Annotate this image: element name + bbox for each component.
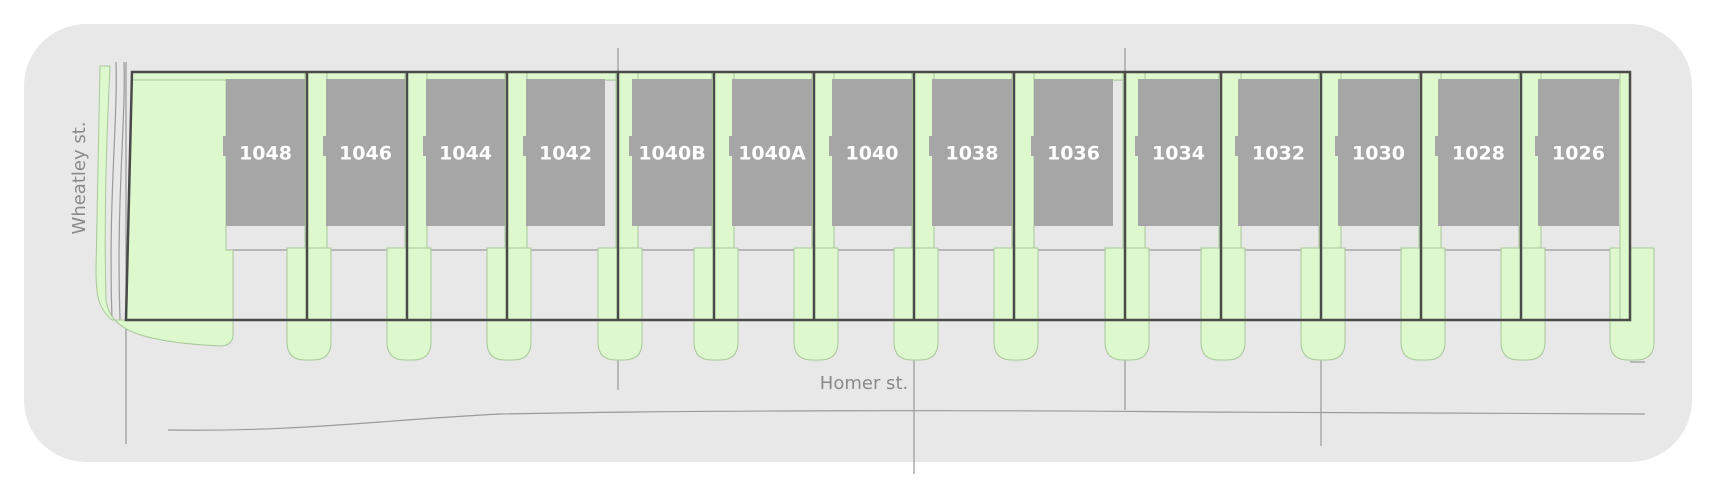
- building-bump: [523, 136, 527, 156]
- unit-label[interactable]: 1028: [1452, 143, 1505, 165]
- wheatley-street-label: Wheatley st.: [69, 122, 90, 235]
- unit-label[interactable]: 1038: [946, 143, 999, 165]
- unit-label[interactable]: 1036: [1047, 143, 1100, 165]
- unit-label[interactable]: 1030: [1352, 143, 1405, 165]
- building-unit-1034[interactable]: [1138, 79, 1219, 226]
- building-unit-1048[interactable]: [226, 79, 305, 226]
- unit-label[interactable]: 1042: [539, 143, 592, 165]
- building-bump: [223, 136, 227, 156]
- building-bump: [929, 136, 933, 156]
- building-unit-1040a[interactable]: [732, 79, 812, 226]
- building-bump: [1335, 136, 1339, 156]
- building-unit-1046[interactable]: [326, 79, 405, 226]
- unit-label[interactable]: 1048: [239, 143, 292, 165]
- homer-street-curb: [167, 410, 1646, 431]
- building-bump: [629, 136, 633, 156]
- building-bump: [323, 136, 327, 156]
- unit-label[interactable]: 1034: [1152, 143, 1205, 165]
- building-unit-1040b[interactable]: [632, 79, 712, 226]
- building-bump: [829, 136, 833, 156]
- unit-label[interactable]: 1040A: [738, 143, 806, 165]
- building-unit-1044[interactable]: [426, 79, 505, 226]
- building-bump: [1435, 136, 1439, 156]
- unit-label[interactable]: 1026: [1552, 143, 1605, 165]
- unit-label[interactable]: 1040: [846, 143, 899, 165]
- unit-label[interactable]: 1044: [439, 143, 492, 165]
- buildings: [223, 79, 1619, 226]
- building-bump: [423, 136, 427, 156]
- building-unit-1032[interactable]: [1238, 79, 1319, 226]
- building-bump: [729, 136, 733, 156]
- building-unit-1038[interactable]: [932, 79, 1012, 226]
- building-unit-1042[interactable]: [526, 79, 605, 226]
- unit-label[interactable]: 1032: [1252, 143, 1305, 165]
- homer-street-label: Homer st.: [820, 373, 908, 394]
- lot-lines: [124, 70, 1632, 322]
- building-bump: [1235, 136, 1239, 156]
- unit-label[interactable]: 1040B: [638, 143, 705, 165]
- building-unit-1030[interactable]: [1338, 79, 1419, 226]
- landscaping: [95, 65, 1655, 361]
- unit-label[interactable]: 1046: [339, 143, 392, 165]
- building-unit-1028[interactable]: [1438, 79, 1519, 226]
- building-unit-1040[interactable]: [832, 79, 912, 226]
- building-unit-1026[interactable]: [1538, 79, 1619, 226]
- building-bump: [1535, 136, 1539, 156]
- building-unit-1036[interactable]: [1034, 79, 1113, 226]
- building-bump: [1031, 136, 1035, 156]
- building-bump: [1135, 136, 1139, 156]
